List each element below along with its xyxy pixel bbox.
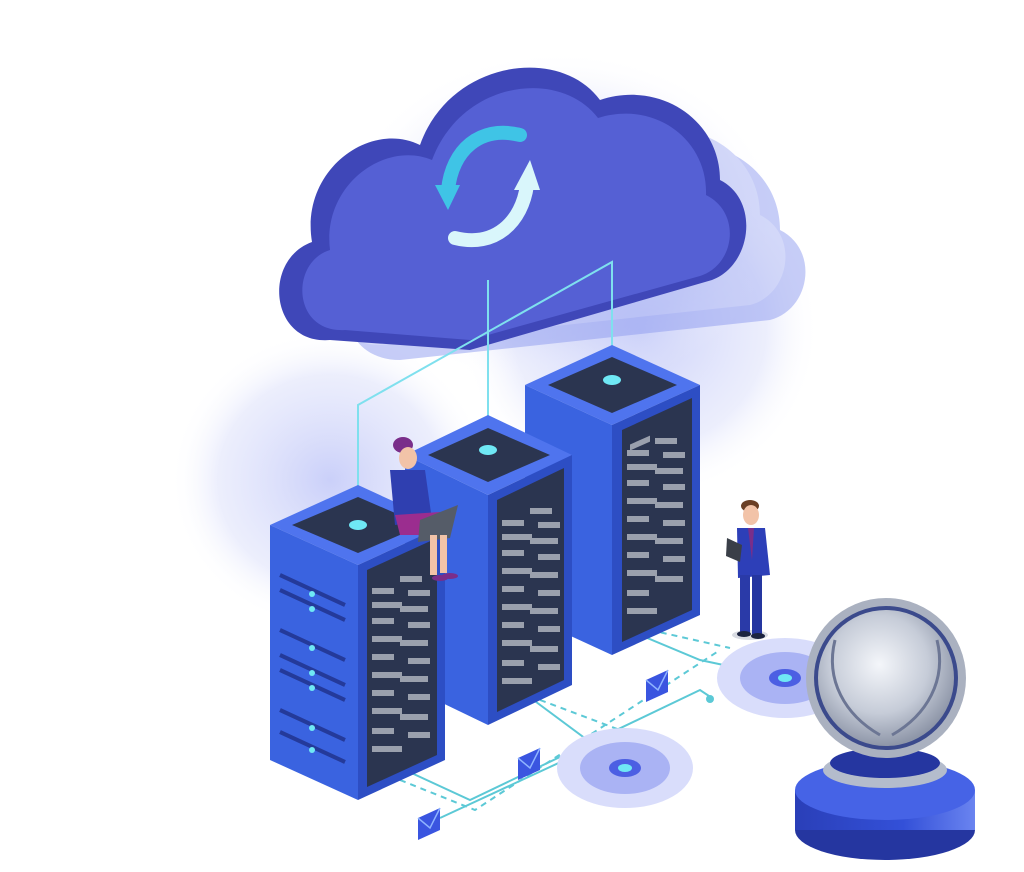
woman-with-laptop (390, 437, 458, 581)
server-rack-middle (405, 415, 572, 725)
signal-node-front (557, 728, 693, 808)
man-with-tablet (726, 500, 770, 640)
sync-icon (435, 125, 540, 248)
laurel-wreath-icon (830, 639, 942, 737)
email-envelope (417, 807, 441, 840)
line-endpoint (706, 695, 714, 703)
rack-slot-pattern (372, 438, 685, 752)
silver-medal-trophy (795, 598, 975, 860)
email-envelope (517, 747, 541, 780)
email-envelope (645, 669, 669, 702)
cloud (279, 67, 747, 350)
